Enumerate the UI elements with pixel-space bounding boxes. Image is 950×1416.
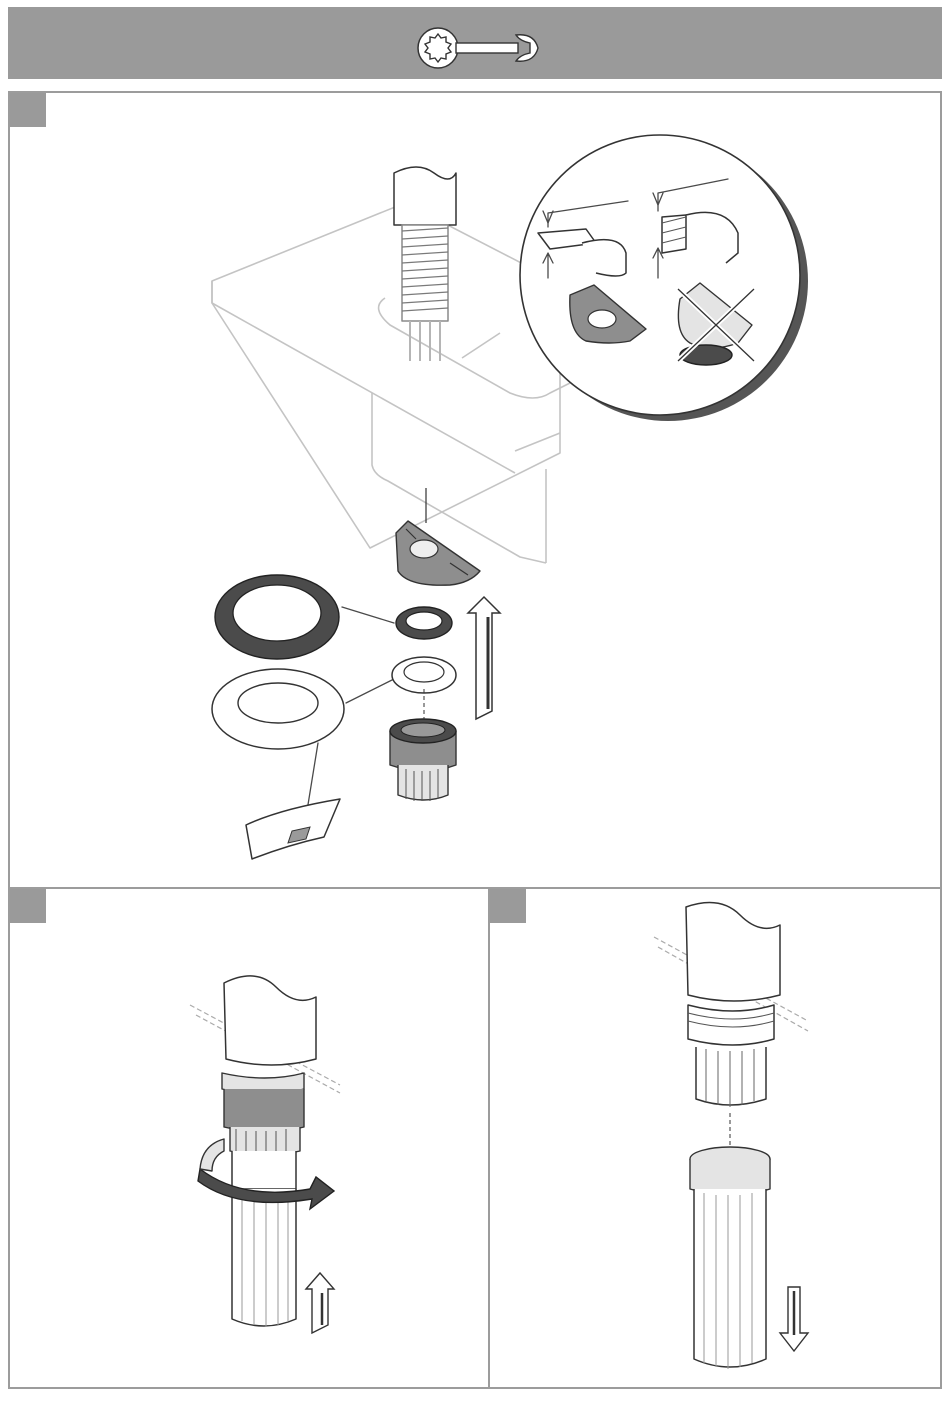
small-gasket [396,607,452,639]
up-arrow-icon [468,597,500,719]
header-bar [8,7,942,79]
detail-magnifier [520,135,808,421]
step-1-illustration [10,93,940,887]
large-gasket [215,575,394,659]
small-washer [392,657,456,693]
large-washer [212,669,394,859]
step-1-panel [8,91,942,889]
step-2-panel [8,887,490,1389]
wedge-part [396,521,480,585]
countertop [212,203,570,563]
wrench-icon [8,7,942,79]
mounting-nut [390,689,456,801]
step-3-panel [488,887,942,1389]
step-2-illustration [10,889,488,1387]
step-3-illustration [490,889,940,1387]
